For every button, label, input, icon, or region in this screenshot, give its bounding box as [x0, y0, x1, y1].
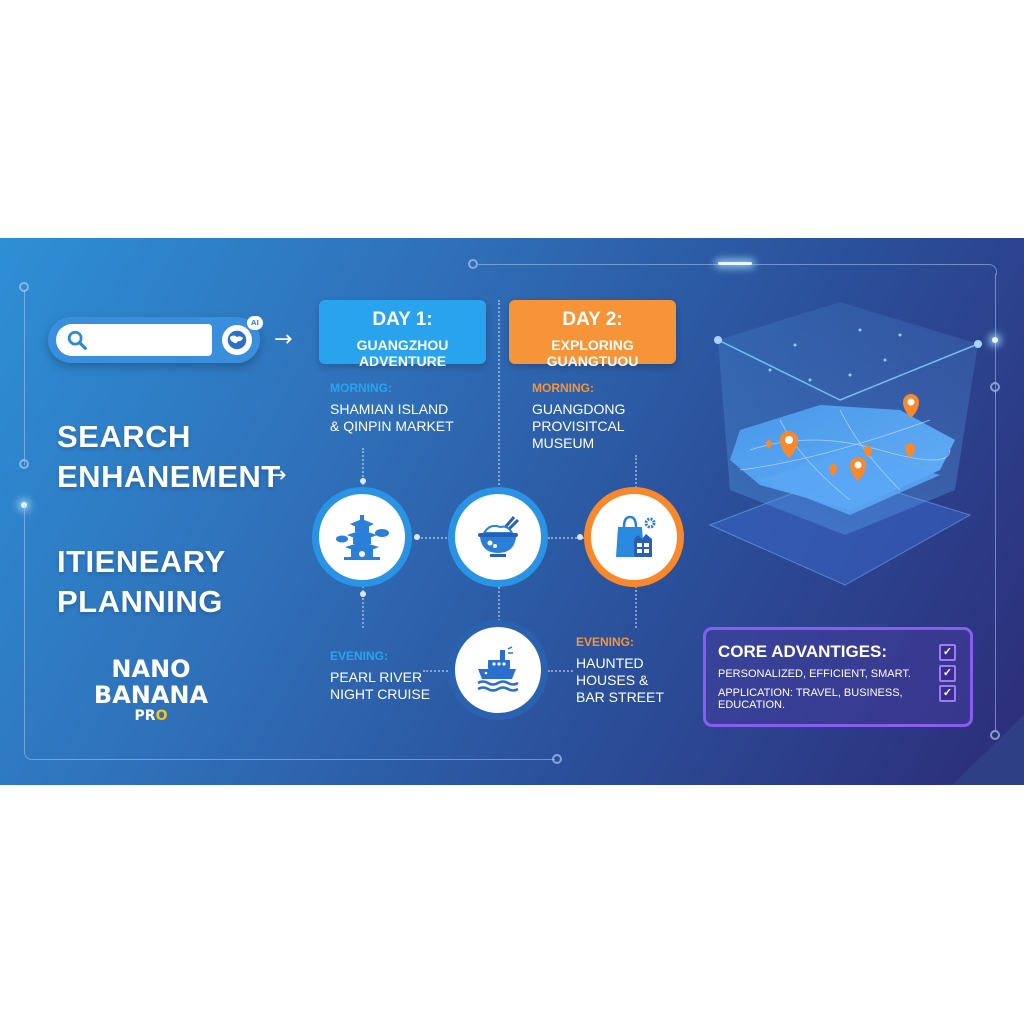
connector-dot — [414, 534, 420, 540]
connector-dotted — [548, 537, 584, 539]
connector-dotted — [362, 448, 364, 492]
frame-node — [552, 754, 562, 764]
day1-title: DAY 1: — [372, 309, 433, 330]
cruise-circle[interactable] — [448, 620, 548, 720]
connector-dot — [577, 534, 583, 540]
connector-dotted — [635, 586, 637, 628]
shopping-circle[interactable] — [584, 487, 684, 587]
connector-dotted — [423, 670, 448, 672]
heading-line: SEARCH — [57, 419, 191, 454]
activity-text: HAUNTED — [576, 655, 644, 671]
frame-line-top — [478, 264, 997, 275]
frame-glow — [992, 337, 998, 343]
frame-line-left-lower — [24, 505, 555, 760]
frame-line-left-upper — [24, 290, 25, 465]
evening-label: EVENING: — [330, 649, 389, 663]
activity-text: SHAMIAN ISLAND — [330, 401, 449, 417]
frame-node — [990, 382, 1000, 392]
food-circle[interactable] — [448, 487, 548, 587]
evening-label: EVENING: — [576, 635, 635, 649]
logo-line: NANO — [111, 655, 191, 683]
pagoda-icon — [336, 515, 389, 560]
divider-dotted — [498, 300, 500, 640]
checkbox-icon[interactable]: ✓ — [939, 665, 956, 682]
core-advantages-panel: CORE ADVANTIGES: PERSONALIZED, EFFICIENT… — [703, 627, 973, 727]
logo-line: PRO — [86, 708, 216, 724]
rice-bowl-icon — [478, 516, 520, 557]
frame-node — [990, 730, 1000, 740]
advantage-line: PERSONALIZED, EFFICIENT, SMART. — [718, 668, 911, 680]
connector-dotted — [635, 455, 637, 495]
activity-text: & QINPIN MARKET — [330, 418, 454, 434]
day2-subtitle: EXPLORING GUANGTUOU — [546, 337, 639, 369]
day1-morning: MORNING: SHAMIAN ISLAND & QINPIN MARKET — [330, 380, 454, 435]
heading-search-enhancement: SEARCH ENHANEMENT — [57, 417, 281, 497]
ai-badge: AI — [247, 316, 263, 330]
heading-line: PLANNING — [57, 584, 223, 619]
nano-banana-pro-logo: NANO BANANA PRO — [86, 656, 216, 724]
day1-card[interactable]: DAY 1: GUANGZHOU ADVENTURE — [319, 300, 486, 369]
activity-text: NIGHT CRUISE — [330, 686, 431, 702]
day1-evening: EVENING: PEARL RIVER NIGHT CRUISE — [330, 648, 430, 703]
connector-dot — [360, 591, 366, 597]
frame-node — [468, 259, 478, 269]
ship-icon — [477, 646, 519, 692]
3d-map-illustration — [700, 300, 990, 600]
logo-pr: PR — [134, 708, 156, 724]
frame-line-right-lower — [995, 392, 996, 732]
activity-text: PEARL RIVER — [330, 669, 423, 685]
heading-line: ENHANEMENT — [57, 459, 281, 494]
frame-line-right — [995, 274, 996, 394]
heading-itinerary-planning: ITIENEARY PLANNING — [57, 542, 226, 622]
activity-text: GUANGDONG — [532, 401, 626, 417]
day2-morning: MORNING: GUANGDONG PROVISITCAL MUSEUM — [532, 380, 625, 452]
activity-text: MUSEUM — [532, 435, 595, 451]
frame-node — [19, 282, 29, 292]
activity-text: HOUSES & — [576, 672, 649, 688]
logo-line: BANANA — [93, 681, 209, 709]
frame-glow — [718, 262, 752, 265]
checkbox-icon[interactable]: ✓ — [939, 685, 956, 702]
checkbox-icon[interactable]: ✓ — [939, 644, 956, 661]
connector-dotted — [548, 670, 573, 672]
activity-text: PROVISITCAL — [532, 418, 625, 434]
morning-label: MORNING: — [532, 381, 594, 395]
morning-label: MORNING: — [330, 381, 392, 395]
logo-o: O — [155, 708, 168, 724]
advantage-line: APPLICATION: TRAVEL, BUSINESS, EDUCATION… — [718, 687, 903, 711]
arrow-right-icon: → — [274, 327, 293, 352]
globe-button[interactable] — [222, 325, 252, 355]
day1-subtitle: GUANGZHOU ADVENTURE — [356, 337, 449, 369]
day2-title: DAY 2: — [562, 309, 623, 330]
shopping-bag-icon — [616, 515, 656, 557]
day2-evening: EVENING: HAUNTED HOUSES & BAR STREET — [576, 634, 664, 706]
globe-icon — [226, 329, 248, 351]
day2-card[interactable]: DAY 2: EXPLORING GUANGTUOU — [509, 300, 676, 369]
activity-text: BAR STREET — [576, 689, 664, 705]
connector-dotted — [414, 537, 450, 539]
heading-line: ITIENEARY — [57, 544, 226, 579]
arrow-right-icon: → — [268, 463, 287, 488]
search-icon[interactable] — [66, 329, 88, 351]
advantages-title: CORE ADVANTIGES: — [718, 642, 888, 661]
frame-node — [19, 459, 29, 469]
connector-dot — [360, 478, 366, 484]
connector-dotted — [362, 586, 364, 628]
pagoda-circle[interactable] — [312, 487, 412, 587]
